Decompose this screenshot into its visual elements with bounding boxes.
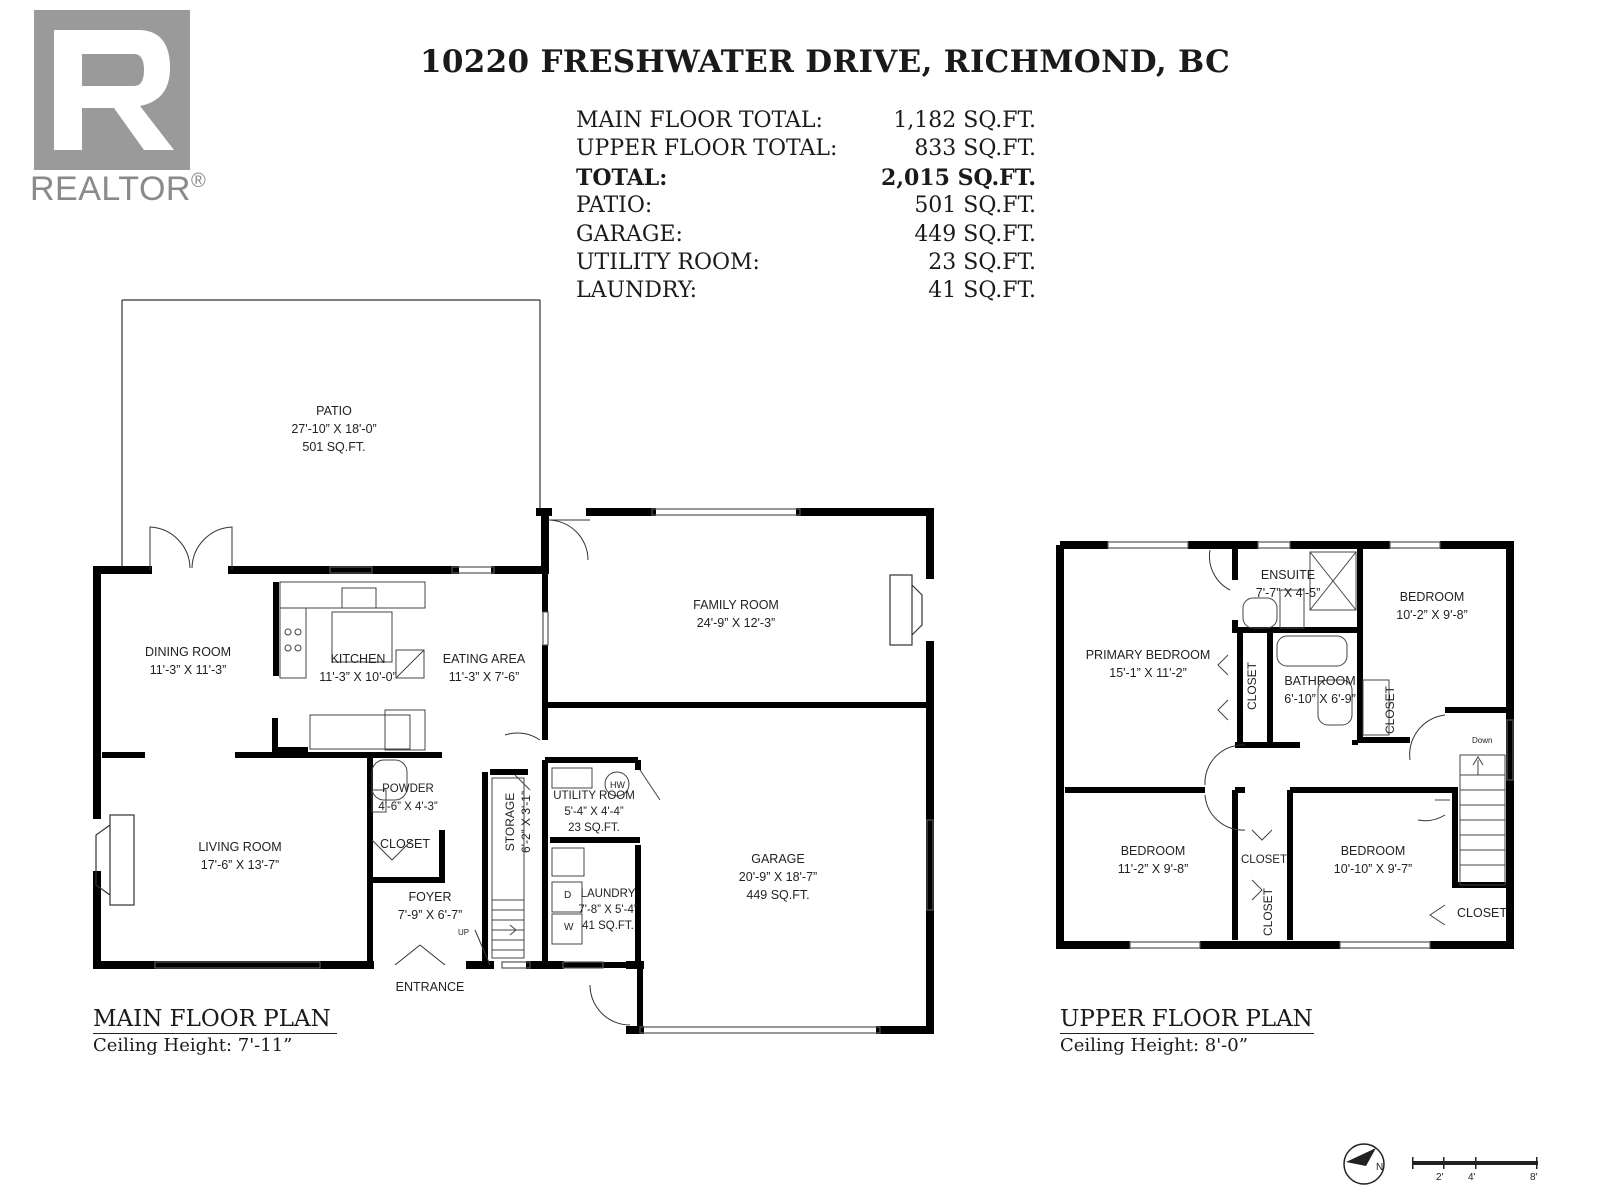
main-floor-ceiling: Ceiling Height: 7'-11” xyxy=(93,1035,293,1056)
patio-doors xyxy=(149,526,233,570)
room-laundry: LAUNDRY 7'-8” X 5'-4” 41 SQ.FT. xyxy=(578,888,638,932)
compass-north: N xyxy=(1376,1162,1383,1173)
upper-floor-ceiling: Ceiling Height: 8'-0” xyxy=(1060,1035,1248,1056)
upper-stairs xyxy=(1459,754,1506,886)
area-label: TOTAL: xyxy=(576,164,668,191)
room-kitchen: KITCHEN 11'-3” X 10'-0” xyxy=(319,652,397,684)
closet-bedroom-ne: CLOSET xyxy=(1383,685,1397,735)
realtor-logo xyxy=(34,10,190,170)
area-value: 41 SQ.FT. xyxy=(928,278,1036,304)
main-floor-title-underline xyxy=(93,1033,337,1034)
room-utility-room: UTILITY ROOM 5'-4” X 4'-4” 23 SQ.FT. xyxy=(553,790,635,834)
upper-floor-title-underline xyxy=(1060,1033,1314,1034)
area-label: PATIO: xyxy=(576,193,653,219)
room-patio: PATIO 27'-10” X 18'-0” 501 SQ.FT. xyxy=(291,404,377,454)
room-primary-bedroom: PRIMARY BEDROOM 15'-1” X 11'-2” xyxy=(1085,648,1211,680)
entrance-doors xyxy=(394,929,491,966)
upper-fixtures xyxy=(1217,551,1450,926)
room-bathroom: BATHROOM 6'-10” X 6'-9” xyxy=(1284,674,1356,706)
room-family-room: FAMILY ROOM 24'-9” X 12'-3” xyxy=(693,598,779,630)
dryer-label: D xyxy=(564,890,572,901)
area-value: 23 SQ.FT. xyxy=(928,250,1036,275)
entrance-label: ENTRANCE xyxy=(395,980,465,994)
realtor-wordmark: REALTOR® xyxy=(30,170,207,208)
room-closet: CLOSET xyxy=(379,837,431,851)
room-eating-area: EATING AREA 11'-3” X 7'-6” xyxy=(442,652,526,684)
room-bedroom-ne: BEDROOM 10'-2” X 9'-8” xyxy=(1396,590,1468,622)
closet-bedroom-se: CLOSET xyxy=(1456,906,1508,920)
area-value: 833 SQ.FT. xyxy=(914,136,1036,162)
area-value: 501 SQ.FT. xyxy=(914,193,1036,219)
kitchen-cabinets xyxy=(279,581,426,751)
powder-fixtures xyxy=(371,759,413,861)
closet-bedroom-sw-upper: CLOSET xyxy=(1240,854,1288,866)
storage-stairs xyxy=(491,774,531,959)
hw-label: HW xyxy=(610,780,625,790)
scale-tick-4: 4' xyxy=(1468,1172,1476,1183)
upper-walls xyxy=(1056,541,1514,949)
fireplaces xyxy=(95,574,923,906)
scale-bar: 2' 4' 8' xyxy=(1412,1157,1538,1183)
scale-tick-8: 8' xyxy=(1530,1172,1538,1183)
room-garage: GARAGE 20'-9” X 18'-7” 449 SQ.FT. xyxy=(738,852,818,902)
upper-windows xyxy=(1107,541,1514,949)
main-windows xyxy=(154,508,934,1034)
closet-primary: CLOSET xyxy=(1245,661,1259,711)
garage-side-door xyxy=(589,984,631,1026)
washer-label: W xyxy=(564,922,574,933)
room-bedroom-se: BEDROOM 10'-10” X 9'-7” xyxy=(1333,844,1413,876)
area-value: 1,182 SQ.FT. xyxy=(893,108,1036,133)
room-bedroom-sw: BEDROOM 11'-2” X 9'-8” xyxy=(1117,844,1189,876)
room-ensuite: ENSUITE 7'-7” X 4'-5” xyxy=(1255,568,1321,600)
closet-bedroom-sw-lower: CLOSET xyxy=(1261,887,1275,937)
room-foyer: FOYER 7'-9” X 6'-7” xyxy=(397,890,463,922)
area-label: UPPER FLOOR TOTAL: xyxy=(576,136,838,162)
area-value: 449 SQ.FT. xyxy=(914,221,1036,247)
area-label: UTILITY ROOM: xyxy=(576,250,760,275)
laundry-fixtures xyxy=(551,767,661,945)
area-label: LAUNDRY: xyxy=(576,278,698,304)
family-door xyxy=(547,519,590,561)
registered-mark: ® xyxy=(190,170,207,192)
property-title: 10220 FRESHWATER DRIVE, RICHMOND, BC xyxy=(420,44,1231,80)
room-storage: STORAGE 6'-2” X 3'-1” xyxy=(503,791,533,853)
main-interior-walls xyxy=(102,570,930,1030)
area-value: 2,015 SQ.FT. xyxy=(881,164,1036,191)
patio-outline xyxy=(121,299,541,570)
room-powder: POWDER 4'-6” X 4'-3” xyxy=(378,783,438,813)
area-label: MAIN FLOOR TOTAL: xyxy=(576,108,823,133)
down-label: Down xyxy=(1472,736,1493,745)
scale-tick-2: 2' xyxy=(1436,1172,1444,1183)
main-floor-title: MAIN FLOOR PLAN xyxy=(93,1006,331,1032)
compass-icon: N xyxy=(1343,1143,1385,1185)
foyer-door xyxy=(504,732,541,741)
room-living-room: LIVING ROOM 17'-6” X 13'-7” xyxy=(198,840,282,872)
up-label: UP xyxy=(458,928,470,937)
room-dining-room: DINING ROOM 11'-3” X 11'-3” xyxy=(144,645,232,677)
realtor-r-glyph xyxy=(34,10,190,170)
area-label: GARAGE: xyxy=(576,221,683,247)
upper-floor-title: UPPER FLOOR PLAN xyxy=(1060,1006,1313,1032)
upper-doors xyxy=(1204,549,1446,831)
